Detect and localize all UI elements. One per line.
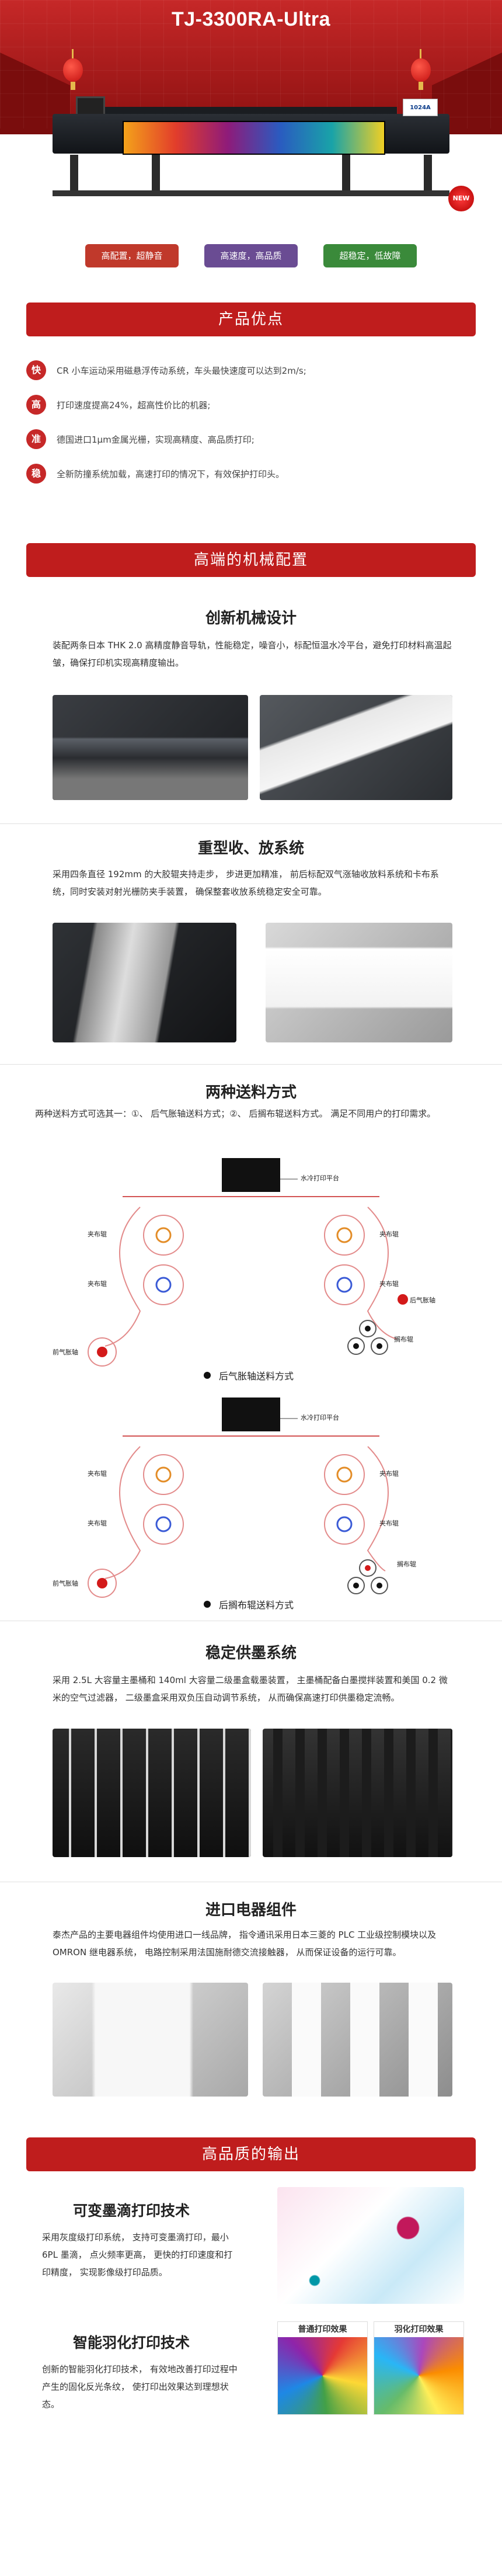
- advantage-text: 德国进口1μm金属光栅，实现高精度、高品质打印;: [57, 434, 255, 445]
- clamp-label: 夹布辊: [88, 1470, 107, 1478]
- feather-title: 智能羽化打印技术: [72, 2334, 190, 2351]
- compare-feather-label: 羽化打印效果: [394, 2325, 444, 2334]
- lantern-icon: [63, 49, 83, 90]
- variable-droplet-desc: 采用灰度级打印系统， 支持可变墨滴打印，最小 6PL 墨滴， 点火频率更高， 更…: [42, 2232, 233, 2278]
- advantage-badge: 高: [26, 395, 46, 415]
- feed-diagram-cloth-roller: 水冷打印平台 夹布辊 夹布辊 夹布辊 夹布辊 前气胀轴 搁布辊 后搁布辊送料方式: [53, 1393, 449, 1615]
- machine-logo: 1024A: [403, 99, 438, 116]
- feed-diagram-svg: [88, 1397, 389, 1608]
- front-shaft-label: 前气胀轴: [53, 1348, 78, 1356]
- clamp-label: 夹布辊: [379, 1470, 399, 1478]
- caption-cloth-roller: 后搁布辊送料方式: [219, 1600, 294, 1611]
- compare-feather-image: [374, 2337, 463, 2414]
- lantern-icon: [411, 49, 431, 90]
- clamp-label: 夹布辊: [88, 1230, 107, 1238]
- feed-modes-desc: 两种送料方式可选其一：①、 后气胀轴送料方式；②、 后搁布辊送料方式。 满足不同…: [35, 1108, 436, 1119]
- clamp-label: 夹布辊: [88, 1280, 107, 1288]
- cooling-platform-photo: [260, 695, 452, 800]
- rail-photo: [53, 695, 248, 800]
- feature-pill: 高速度，高品质: [204, 244, 298, 267]
- roll-system-desc: 采用四条直径 192mm 的大胶辊夹持走步， 步进更加精准， 前后标配双气涨轴收…: [53, 869, 439, 897]
- contactor-photo: [263, 1983, 452, 2097]
- variable-droplet-title: 可变墨滴打印技术: [72, 2202, 190, 2219]
- roll-photo: [53, 923, 236, 1042]
- ink-system-title: 稳定供墨系统: [205, 1645, 297, 1662]
- innovative-design-title: 创新机械设计: [205, 610, 297, 627]
- clamp-label: 夹布辊: [379, 1520, 399, 1527]
- section-header-quality: 高品质的输出: [26, 2137, 476, 2171]
- ink-tank-photo: [53, 1729, 251, 1857]
- compare-feather: 羽化打印效果: [374, 2321, 464, 2415]
- section-header-mechanical: 高端的机械配置: [26, 543, 476, 577]
- compare-normal-label: 普通打印效果: [298, 2325, 347, 2334]
- droplet-sample-photo: [277, 2187, 464, 2304]
- printer-image: 1024A: [47, 96, 455, 204]
- advantage-badge: 稳: [26, 464, 46, 484]
- compare-normal-image: [278, 2337, 367, 2414]
- feather-desc: 创新的智能羽化打印技术， 有效地改善打印过程中产生的固化反光条纹， 使打印出效果…: [42, 2364, 238, 2410]
- advantage-text: CR 小车运动采用磁悬浮传动系统，车头最快速度可以达到2m/s;: [57, 365, 306, 376]
- new-badge: NEW: [448, 186, 474, 211]
- compare-normal: 普通打印效果: [277, 2321, 368, 2415]
- plc-photo: [53, 1983, 248, 2097]
- hero-banner: TJ-3300RA-Ultra 1024A NEW: [0, 0, 502, 234]
- advantage-item: 快 CR 小车运动采用磁悬浮传动系统，车头最快速度可以达到2m/s;: [26, 359, 476, 382]
- feed-diagram-svg: [88, 1158, 408, 1379]
- platform-label: 水冷打印平台: [301, 1414, 339, 1421]
- clamp-label: 夹布辊: [379, 1230, 399, 1238]
- advantage-text: 打印速度提高24%，超高性价比的机器;: [57, 399, 211, 411]
- advantage-item: 准 德国进口1μm金属光栅，实现高精度、高品质打印;: [26, 427, 476, 451]
- advantage-text: 全新防撞系统加载，高速打印的情况下，有效保护打印头。: [57, 468, 285, 479]
- rear-shaft-label: 后气胀轴: [410, 1296, 435, 1304]
- printed-banner: [123, 121, 385, 155]
- ink-system-desc: 采用 2.5L 大容量主墨桶和 140ml 大容量二级墨盒载墨装置， 主墨桶配备…: [53, 1675, 448, 1703]
- roll-system-title: 重型收、放系统: [197, 840, 304, 857]
- electric-desc: 泰杰产品的主要电器组件均使用进口一线品牌， 指令通讯采用日本三菱的 PLC 工业…: [53, 1930, 437, 1958]
- innovative-design-desc: 装配两条日本 THK 2.0 高精度静音导轨，性能稳定，噪音小，标配恒温水冷平台…: [53, 640, 452, 668]
- feature-pills: 高配置，超静音 高速度，高品质 超稳定，低故障: [0, 244, 502, 267]
- cloth-roller-label: 搁布辊: [397, 1560, 416, 1568]
- advantage-item: 高 打印速度提高24%，超高性价比的机器;: [26, 393, 476, 416]
- clamp-label: 夹布辊: [379, 1280, 399, 1288]
- advantage-badge: 快: [26, 360, 46, 380]
- platform-label: 水冷打印平台: [301, 1174, 339, 1182]
- feature-pill: 超稳定，低故障: [323, 244, 417, 267]
- feature-pill: 高配置，超静音: [85, 244, 179, 267]
- front-shaft-label: 前气胀轴: [53, 1580, 78, 1587]
- roll-material-photo: [266, 923, 452, 1042]
- section-header-advantages: 产品优点: [26, 303, 476, 336]
- product-title: TJ-3300RA-Ultra: [171, 8, 331, 30]
- feed-diagram-rear-shaft: 水冷打印平台 夹布辊 夹布辊 夹布辊 夹布辊 后气胀轴 前气胀轴 搁布辊 后气胀…: [53, 1153, 449, 1387]
- caption-rear-shaft: 后气胀轴送料方式: [219, 1371, 294, 1382]
- clamp-label: 夹布辊: [88, 1520, 107, 1527]
- feed-modes-title: 两种送料方式: [205, 1084, 297, 1101]
- electric-title: 进口电器组件: [205, 1901, 297, 1919]
- cloth-roller-label: 搁布辊: [394, 1336, 413, 1343]
- advantage-item: 稳 全新防撞系统加载，高速打印的情况下，有效保护打印头。: [26, 462, 476, 485]
- advantages-list: 快 CR 小车运动采用磁悬浮传动系统，车头最快速度可以达到2m/s; 高 打印速…: [26, 359, 476, 496]
- advantage-badge: 准: [26, 429, 46, 449]
- ink-cartridge-photo: [263, 1729, 452, 1857]
